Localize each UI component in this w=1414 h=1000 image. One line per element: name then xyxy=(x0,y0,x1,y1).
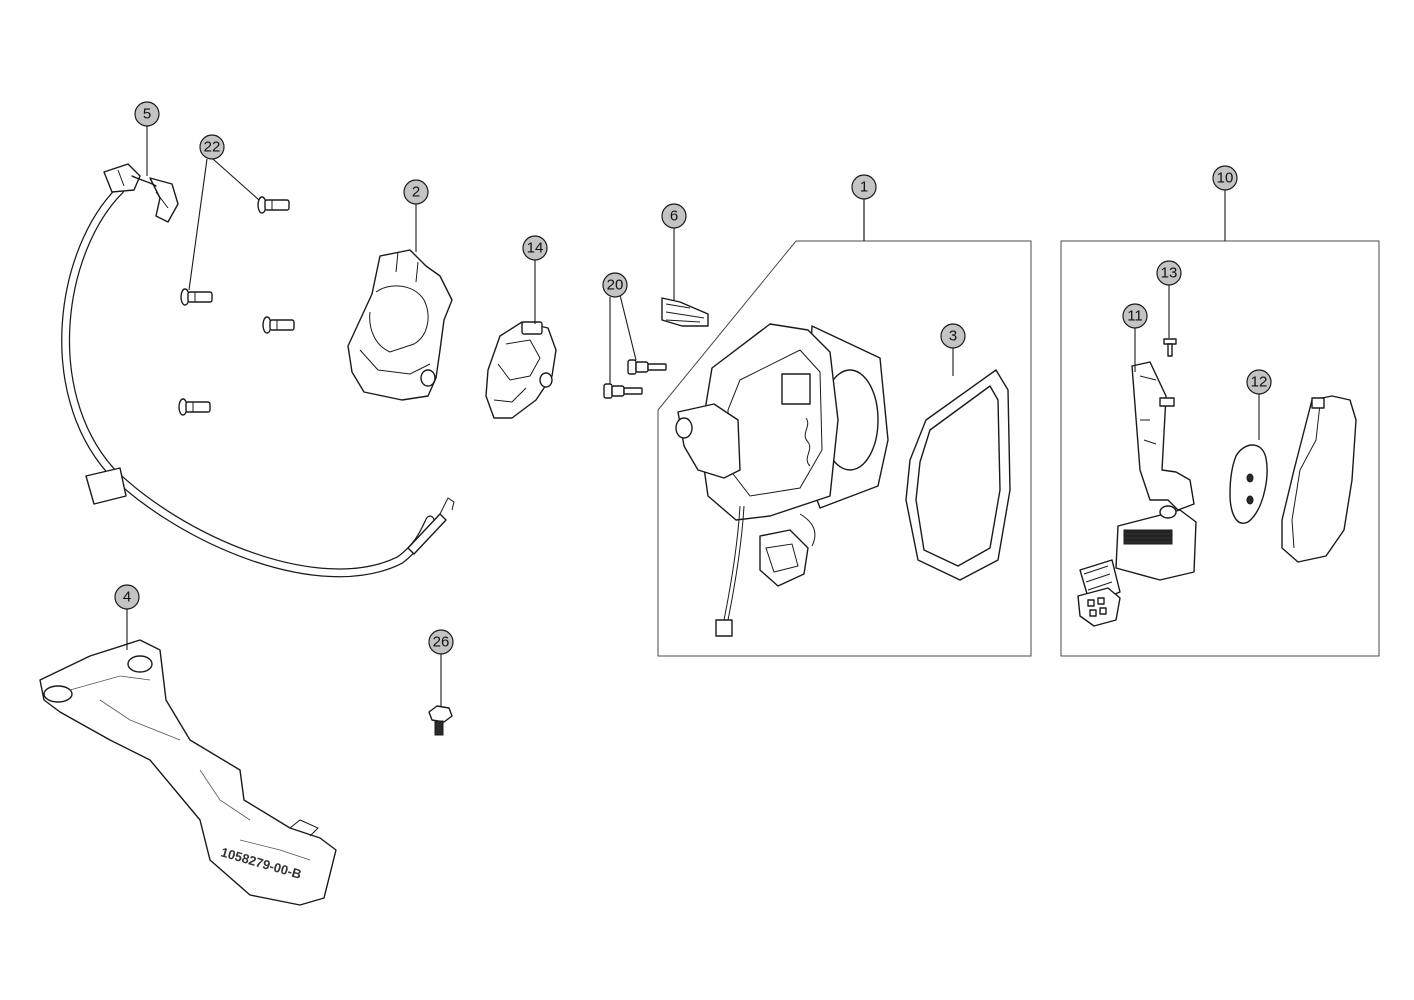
part-20-studs xyxy=(603,294,667,399)
callout-4: 4 xyxy=(114,584,140,610)
part-4-bracket: 1058279-00-B xyxy=(39,609,337,906)
cover-panel xyxy=(1281,395,1357,563)
callout-20: 20 xyxy=(602,272,628,298)
callout-10: 10 xyxy=(1212,165,1238,191)
callout-12-label: 12 xyxy=(1251,374,1268,391)
callout-13: 13 xyxy=(1156,260,1182,286)
callout-12: 12 xyxy=(1246,369,1272,395)
part-11-bracket xyxy=(1131,328,1195,511)
part-1-actuator xyxy=(675,199,889,637)
part-5-cable xyxy=(61,163,455,578)
callout-1: 1 xyxy=(851,174,877,200)
callout-4-label: 4 xyxy=(123,589,131,606)
bolt-22d xyxy=(178,398,211,416)
callout-3: 3 xyxy=(940,323,966,349)
callout-5: 5 xyxy=(134,101,160,176)
part-3-gasket xyxy=(905,348,1011,581)
callouts: 1 2 3 4 5 6 10 11 xyxy=(114,101,1272,655)
part-6-clip xyxy=(661,228,709,327)
callout-11-label: 11 xyxy=(1127,308,1143,325)
callout-1-label: 1 xyxy=(860,179,868,196)
callout-5-label: 5 xyxy=(143,106,151,123)
callout-20-label: 20 xyxy=(607,277,624,294)
callout-10-label: 10 xyxy=(1217,170,1234,187)
callout-2: 2 xyxy=(403,179,429,205)
callout-14: 14 xyxy=(522,235,548,261)
part-26-screw xyxy=(428,654,453,736)
bolt-22a xyxy=(257,196,290,214)
part-13-screw xyxy=(1163,285,1177,357)
callout-14-label: 14 xyxy=(527,240,544,257)
callout-11: 11 xyxy=(1122,303,1148,329)
callout-3-label: 3 xyxy=(949,328,957,345)
callout-6-label: 6 xyxy=(670,208,678,225)
part-14-latch xyxy=(485,260,557,419)
callout-22: 22 xyxy=(199,134,225,160)
callout-22-label: 22 xyxy=(204,139,221,156)
part-10-module xyxy=(1077,505,1197,627)
stud-20a xyxy=(627,359,667,375)
callout-13-label: 13 xyxy=(1161,265,1178,282)
stud-20b xyxy=(603,383,643,399)
callout-26: 26 xyxy=(428,629,454,655)
part-2-housing xyxy=(347,204,453,401)
part-12-pad xyxy=(1229,394,1268,524)
callout-6: 6 xyxy=(661,203,687,229)
bolt-22c xyxy=(262,316,295,334)
callout-26-label: 26 xyxy=(433,634,450,651)
callout-2-label: 2 xyxy=(412,184,420,201)
part-22-bolts xyxy=(178,158,295,416)
assembly-10-frame xyxy=(1060,190,1380,657)
bolt-22b xyxy=(180,288,213,306)
